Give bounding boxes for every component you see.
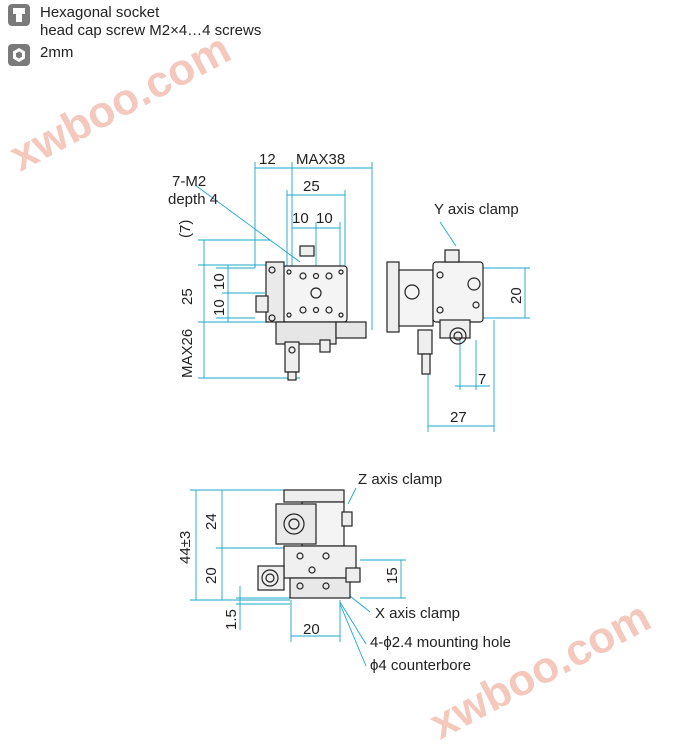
front-view xyxy=(190,487,406,667)
side-view xyxy=(386,221,530,432)
dim-1-5: 1.5 xyxy=(223,609,240,630)
dim-12: 12 xyxy=(259,151,276,168)
front-view-labels: Z axis clamp 24 44±3 20 15 X axis clamp … xyxy=(177,471,511,674)
dim-max38: MAX38 xyxy=(296,151,345,168)
dim-15: 15 xyxy=(384,567,401,584)
top-view xyxy=(194,162,373,381)
legend-wrench-row: 2mm xyxy=(8,44,261,66)
tap-label-line1: 7-M2 xyxy=(172,173,206,190)
dim-max26: MAX26 xyxy=(179,329,196,378)
dim-20-front-bottom: 20 xyxy=(303,621,320,638)
hex-socket-screw-icon xyxy=(8,4,30,26)
dim-27: 27 xyxy=(450,409,467,426)
legend: Hexagonal socket head cap screw M2×4…4 s… xyxy=(8,4,261,70)
y-axis-clamp-label: Y axis clamp xyxy=(434,201,519,218)
dim-10b: 10 xyxy=(316,210,333,227)
dim-10d: 10 xyxy=(211,299,228,316)
dim-20-side: 20 xyxy=(508,287,525,304)
tap-label-line2: depth 4 xyxy=(168,191,218,208)
mounting-hole-label: 4-ϕ2.4 mounting hole xyxy=(370,634,511,651)
dim-10c: 10 xyxy=(211,273,228,290)
dim-20-front-left: 20 xyxy=(203,567,220,584)
legend-screw-line1: Hexagonal socket xyxy=(40,4,160,21)
counterbore-label: ϕ4 counterbore xyxy=(370,657,471,674)
dim-7-side: 7 xyxy=(478,371,486,388)
watermark-top: xwboo.com xyxy=(2,24,239,181)
side-view-labels: Y axis clamp 20 7 27 xyxy=(434,201,525,426)
dim-44: 44±3 xyxy=(177,531,194,564)
dim-10a: 10 xyxy=(292,210,309,227)
hex-wrench-icon xyxy=(8,44,30,66)
x-axis-clamp-label: X axis clamp xyxy=(375,605,460,622)
dim-7-paren: (7) xyxy=(177,220,194,238)
legend-wrench-size: 2mm xyxy=(40,44,74,61)
dim-25-top: 25 xyxy=(303,178,320,195)
legend-screw-line2: head cap screw M2×4…4 screws xyxy=(40,22,262,39)
top-view-labels: 12 MAX38 25 10 10 7-M2 depth 4 (7) 25 10… xyxy=(168,151,345,378)
legend-screw-row: Hexagonal socket head cap screw M2×4…4 s… xyxy=(8,4,261,40)
dim-25-left: 25 xyxy=(179,288,196,305)
dim-24: 24 xyxy=(203,513,220,530)
z-axis-clamp-label: Z axis clamp xyxy=(358,471,442,488)
